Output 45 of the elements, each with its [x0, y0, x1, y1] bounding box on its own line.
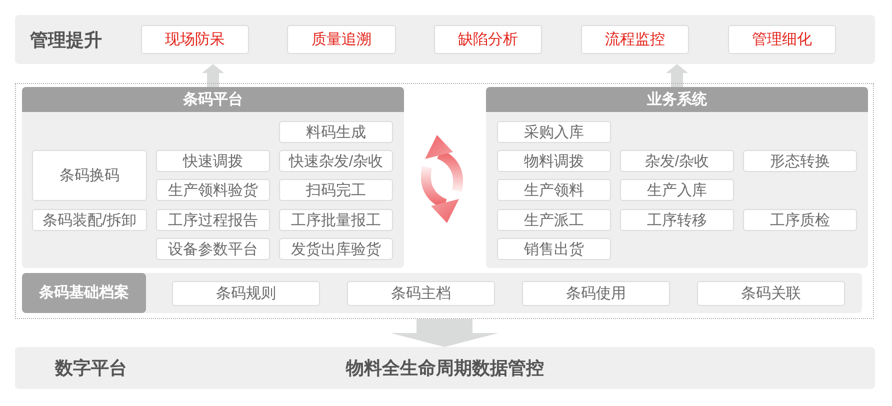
panel: [22, 87, 404, 268]
function-box: 工序转移: [620, 209, 734, 231]
function-box: 缺陷分析: [434, 25, 542, 54]
function-box: 物料调拨: [497, 150, 611, 172]
panel-header: 业务系统: [486, 87, 868, 112]
function-box: 条码主档: [347, 281, 495, 306]
dotted-frame: [15, 83, 874, 319]
function-box: 条码规则: [172, 281, 320, 306]
panel-header: 条码平台: [22, 87, 404, 112]
function-box: 管理细化: [728, 25, 836, 54]
block-arrow: [390, 319, 498, 347]
band-heading: 数字平台: [55, 357, 127, 380]
function-box: 杂发/杂收: [620, 150, 734, 172]
band-heading: 条码基础档案: [22, 273, 146, 313]
function-box: 生产派工: [497, 209, 611, 231]
function-box: 设备参数平台: [156, 238, 270, 260]
function-box: 条码装配/拆卸: [32, 209, 147, 231]
layer-band: [22, 273, 862, 313]
function-box: 现场防呆: [141, 25, 249, 54]
function-box: 质量追溯: [287, 25, 396, 54]
function-box: 快速杂发/杂收: [279, 150, 393, 172]
band-title: 物料全生命周期数据管控: [346, 357, 544, 380]
function-box: 快速调拨: [156, 150, 270, 172]
block-arrow: [202, 64, 224, 87]
panel: [486, 87, 868, 268]
function-box: 工序过程报告: [156, 209, 270, 231]
function-box: 条码使用: [522, 281, 670, 306]
function-box: 销售出货: [497, 238, 611, 260]
function-box: 工序质检: [743, 209, 857, 231]
function-box: 工序批量报工: [279, 209, 393, 231]
layer-band: [15, 347, 875, 389]
function-box: 采购入库: [497, 121, 611, 143]
function-box: 生产入库: [620, 179, 734, 201]
function-box: 料码生成: [279, 121, 393, 143]
function-box: 条码换码: [32, 150, 147, 201]
function-box: 流程监控: [581, 25, 689, 54]
layer-band: [15, 15, 875, 64]
function-box: 扫码完工: [279, 179, 393, 201]
function-box: 发货出库验货: [279, 238, 393, 260]
block-arrow: [666, 64, 688, 87]
function-box: 生产领料验货: [156, 179, 270, 201]
function-box: 生产领料: [497, 179, 611, 201]
function-box: 形态转换: [743, 150, 857, 172]
function-box: 条码关联: [697, 281, 845, 306]
band-heading: 管理提升: [30, 28, 102, 52]
